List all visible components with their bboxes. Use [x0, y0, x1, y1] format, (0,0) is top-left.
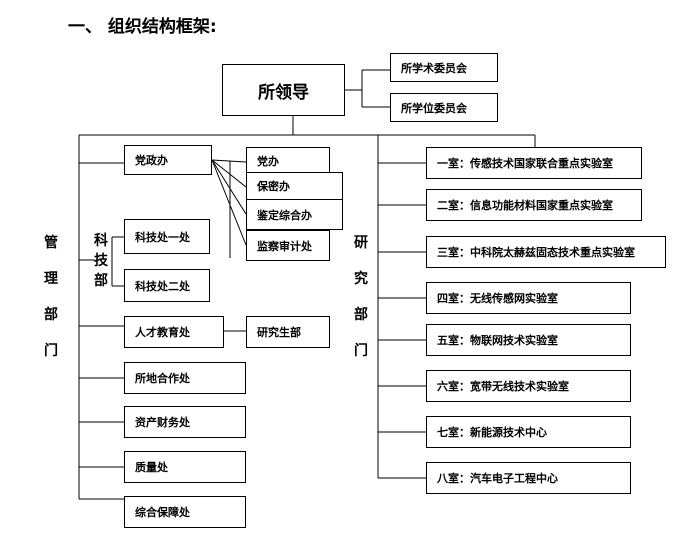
page-title: 一、 组织结构框架:: [68, 17, 217, 37]
keji-box: 科技处二处: [124, 269, 210, 302]
research-label-char: 门: [354, 343, 368, 359]
lab-box: 七室：新能源技术中心: [426, 416, 631, 448]
degree-committee-box: 所学位委员会: [390, 93, 498, 122]
talent-box: 人才教育处: [124, 316, 224, 348]
lab-box: 五室：物联网技术实验室: [426, 324, 631, 356]
party-office-box: 党政办: [124, 145, 212, 175]
party-sub-box: 鉴定综合办: [246, 199, 343, 230]
kejibu-label-char: 技: [94, 253, 108, 269]
management-label: 管 理 部 门: [43, 236, 59, 358]
support-box: 综合保障处: [124, 496, 246, 528]
party-sub-box: 党办: [246, 147, 330, 175]
cooperation-box: 所地合作处: [124, 362, 246, 394]
management-label-char: 理: [44, 271, 58, 287]
kejibu-label-char: 部: [94, 273, 108, 289]
lab-box: 六室：宽带无线技术实验室: [426, 370, 631, 402]
research-label: 研 究 部 门: [353, 236, 369, 358]
party-sub-box: 监察审计处: [246, 230, 330, 261]
academic-committee-box: 所学术委员会: [390, 53, 498, 82]
party-sub-box: 保密办: [246, 172, 343, 200]
research-label-char: 研: [354, 235, 368, 251]
management-label-char: 部: [44, 307, 58, 323]
lab-box: 四室：无线传感网实验室: [426, 282, 631, 314]
leader-box: 所领导: [222, 64, 345, 116]
quality-box: 质量处: [124, 451, 246, 483]
keji-box: 科技处一处: [124, 219, 210, 254]
research-label-char: 部: [354, 307, 368, 323]
kejibu-label: 科 技 部: [93, 234, 109, 288]
management-label-char: 管: [44, 235, 58, 251]
research-label-char: 究: [354, 271, 368, 287]
grad-box: 研究生部: [246, 316, 330, 348]
finance-box: 资产财务处: [124, 406, 246, 438]
lab-box: 一室：传感技术国家联合重点实验室: [426, 147, 642, 179]
lab-box: 三室：中科院太赫兹固态技术重点实验室: [426, 236, 666, 268]
management-label-char: 门: [44, 343, 58, 359]
kejibu-label-char: 科: [94, 233, 108, 249]
lab-box: 二室：信息功能材料国家重点实验室: [426, 189, 642, 221]
lab-box: 八室：汽车电子工程中心: [426, 462, 631, 494]
